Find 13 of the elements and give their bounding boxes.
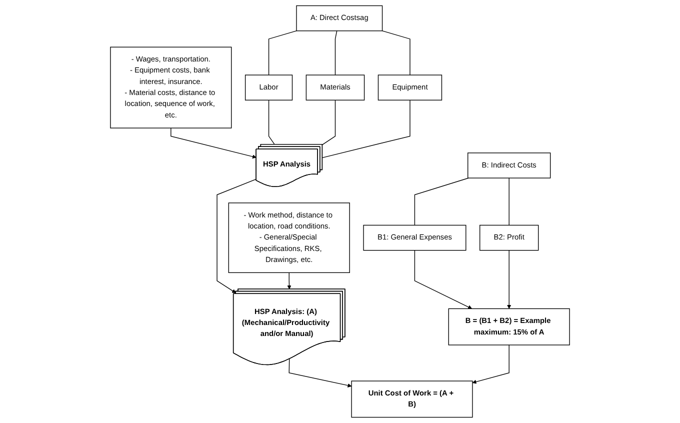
connector	[322, 100, 336, 146]
connector	[322, 100, 410, 158]
arrow	[216, 178, 257, 294]
arrow	[507, 250, 512, 309]
arrow	[472, 344, 510, 384]
connector	[414, 178, 469, 226]
connector	[508, 178, 510, 226]
connector	[334, 30, 338, 76]
arrow	[287, 272, 292, 290]
arrow	[170, 128, 256, 159]
arrow	[288, 358, 352, 388]
connector	[268, 100, 276, 145]
arrow	[414, 250, 472, 309]
